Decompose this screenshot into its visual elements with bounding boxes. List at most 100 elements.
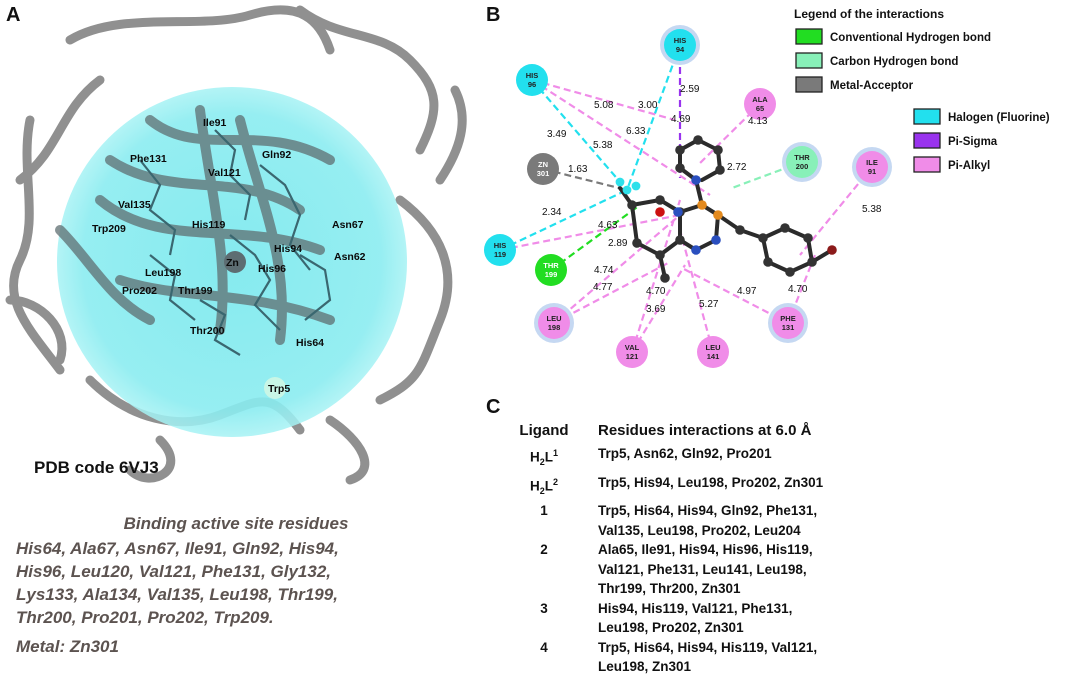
- interaction-line: [681, 267, 789, 324]
- ligand-atom: [655, 195, 665, 205]
- legend-item: Pi-Alkyl: [913, 156, 990, 173]
- ligand-cell: 2: [540, 542, 548, 558]
- residue-circle: [516, 64, 548, 96]
- ligand-label-part: L: [544, 478, 553, 494]
- residues-cell: Trp5, His64, His94, Gln92, Phe131, Val135…: [588, 501, 823, 540]
- distance-label: 3.69: [646, 304, 666, 315]
- residue-line: Val135, Leu198, Pro202, Leu204: [598, 522, 801, 538]
- legend-item: Metal-Acceptor: [795, 76, 914, 93]
- panel-b-letter: B: [486, 4, 501, 26]
- ligand-atom: [803, 233, 813, 243]
- interaction-line: [678, 229, 715, 353]
- distance-label: 5.38: [862, 204, 882, 215]
- residue-name: VAL: [625, 343, 640, 352]
- ligand-atom: [675, 235, 685, 245]
- residue-label: Pro202: [122, 285, 157, 297]
- residue-line: His94, His119, Val121, Phe131,: [598, 600, 793, 616]
- residue-circle: [786, 146, 818, 178]
- residue-number: 301: [537, 169, 550, 178]
- beta-strands: [55, 105, 335, 345]
- residue-label: Val135: [118, 199, 151, 211]
- legend-swatch: [795, 28, 823, 45]
- legend-swatch: [913, 108, 941, 125]
- legend-swatch: [913, 132, 941, 149]
- legend-swatch: [795, 76, 823, 93]
- ligand-atom: [697, 200, 707, 210]
- residue-name: ILE: [866, 158, 878, 167]
- interaction-line: [499, 213, 681, 252]
- residue-name: HIS: [494, 241, 507, 250]
- residue-label: Leu198: [145, 267, 181, 279]
- residue-name: HIS: [674, 36, 687, 45]
- interaction-line: [499, 189, 628, 251]
- residue-label: Zn: [226, 257, 239, 269]
- residue-circle: [856, 151, 888, 183]
- residue-circle: [484, 234, 516, 266]
- interaction-line: [553, 214, 681, 324]
- residue-line: Trp5, His64, His94, Gln92, Phe131,: [598, 503, 818, 519]
- residue-label: Trp5: [268, 383, 290, 395]
- ligand-atom: [660, 273, 670, 283]
- residue-label: His94: [274, 243, 302, 255]
- trp5-marker: [264, 377, 286, 399]
- distance-label: 2.34: [542, 207, 562, 218]
- residue-line: Leu198, Zn301: [598, 659, 692, 675]
- ligand-atom: [691, 175, 701, 185]
- legend-label: Conventional Hydrogen bond: [830, 32, 991, 44]
- residue-name: ZN: [538, 160, 548, 169]
- ligand-atom: [713, 145, 723, 155]
- residue-circle: [527, 153, 559, 185]
- distance-label: 3.00: [638, 100, 658, 111]
- residue-line: Trp5, His94, Leu198, Pro202, Zn301: [598, 474, 824, 490]
- binding-site-line: Thr200, Pro201, Pro202, Trp209.: [16, 608, 274, 627]
- residues-cell: Trp5, His94, Leu198, Pro202, Zn301: [588, 473, 823, 502]
- ligand-label-part: H: [529, 478, 540, 494]
- distance-label: 4.74: [594, 265, 614, 276]
- residue-name: LEU: [547, 314, 562, 323]
- ligand-atom: [632, 238, 642, 248]
- interaction-line: [631, 264, 686, 353]
- residue-number: 91: [868, 167, 876, 176]
- ligand-atom: [713, 210, 723, 220]
- metal-label: Metal: Zn301: [16, 637, 119, 656]
- residue-circle: [538, 307, 570, 339]
- residue-interactions-table: Ligand Residues interactions at 6.0 Å H2…: [500, 422, 823, 677]
- distance-label: 6.33: [626, 126, 646, 137]
- residue-name: ALA: [752, 95, 768, 104]
- residue-circle: [772, 307, 804, 339]
- distance-label: 2.72: [727, 162, 747, 173]
- residue-circle: [616, 336, 648, 368]
- binding-site-residues: Binding active site residues His64, Ala6…: [16, 512, 456, 658]
- residue-label: His96: [258, 263, 286, 275]
- ligand-label-part: L: [544, 449, 553, 465]
- residues-cell: His94, His119, Val121, Phe131,Leu198, Pr…: [588, 599, 823, 638]
- ligand-atom: [735, 225, 745, 235]
- legend-swatch: [795, 52, 823, 69]
- residue-line: Trp5, Asn62, Gln92, Pro201: [598, 446, 772, 461]
- residue-label: Trp209: [92, 223, 126, 235]
- legend-label: Carbon Hydrogen bond: [830, 56, 958, 68]
- panel-a-letter: A: [6, 4, 21, 26]
- residues-cell: Trp5, Asn62, Gln92, Pro201: [588, 444, 823, 473]
- residue-label: Gln92: [262, 149, 291, 161]
- interaction-line: [531, 78, 676, 122]
- legend-label: Pi-Sigma: [948, 136, 998, 148]
- ligand-superscript: 2: [553, 476, 559, 487]
- binding-site-line: His64, Ala67, Asn67, Ile91, Gln92, His94…: [16, 539, 339, 558]
- ligand-atom: [693, 135, 703, 145]
- table-header-row: Ligand Residues interactions at 6.0 Å: [500, 422, 823, 444]
- binding-site-line: Lys133, Ala134, Val135, Leu198, Thr199,: [16, 585, 338, 604]
- interaction-line: [550, 204, 641, 271]
- distance-label: 2.89: [608, 238, 628, 249]
- residue-name: LEU: [706, 343, 721, 352]
- legend-label: Halogen (Fluorine): [948, 112, 1050, 124]
